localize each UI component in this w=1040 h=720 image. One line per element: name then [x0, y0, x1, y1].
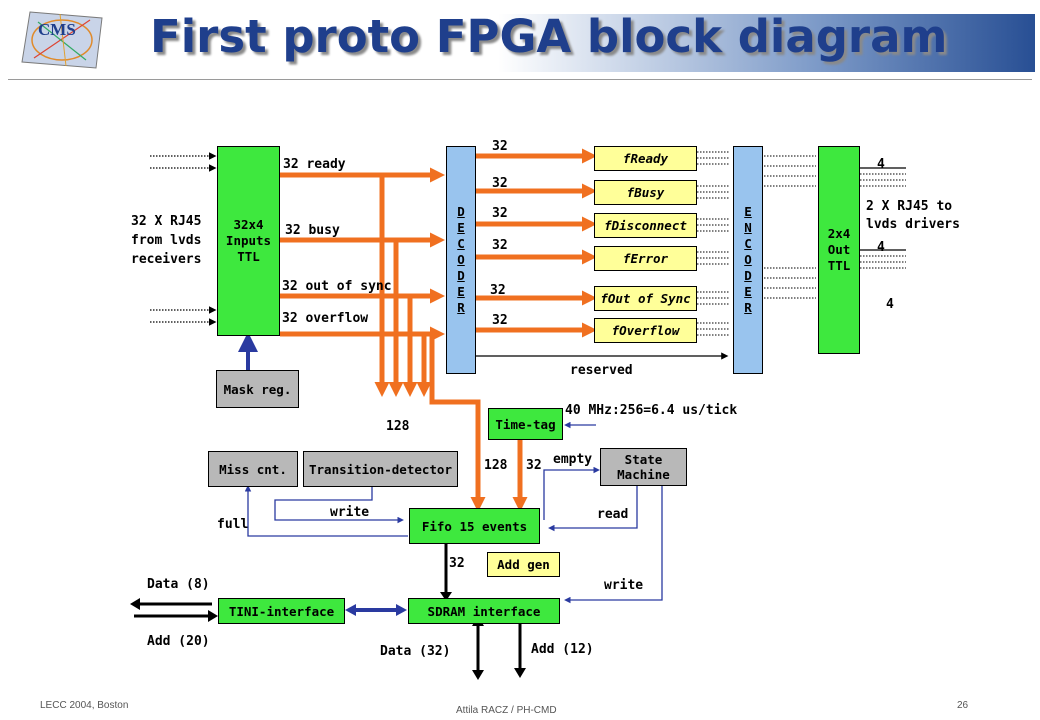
- fifo-block: Fifo 15 events: [409, 508, 540, 544]
- rj45-output-label: 2 X RJ45 to lvds drivers: [866, 198, 960, 234]
- out-of-sync-bus-label: 32 out of sync: [282, 279, 392, 294]
- encoder-letter: C: [744, 236, 752, 251]
- out-ttl-line-2: Out: [827, 242, 851, 257]
- miss-cnt-block: Miss cnt.: [208, 451, 298, 487]
- bus-128-label-a: 128: [386, 419, 410, 434]
- f-error-block: fError: [594, 246, 697, 271]
- decoder-letter: O: [457, 252, 465, 267]
- ready-bus-label: 32 ready: [283, 157, 346, 172]
- add20-label: Add (20): [147, 634, 210, 649]
- footer-conference: LECC 2004, Boston: [40, 700, 129, 711]
- decoder-letter: D: [457, 268, 465, 283]
- f-overflow-block: fOverflow: [594, 318, 697, 343]
- decoder-bus-width-6: 32: [492, 313, 508, 328]
- bus-128-label-b: 128: [484, 458, 508, 473]
- tini-interface-block: TINI-interface: [218, 598, 345, 624]
- reserved-label: reserved: [570, 363, 633, 378]
- out-ttl-line-1: 2x4: [827, 226, 851, 241]
- decoder-bus-width-5: 32: [490, 283, 506, 298]
- encoder-letter: R: [744, 300, 752, 315]
- f-disconnect-block: fDisconnect: [594, 213, 697, 238]
- title-bar: [140, 14, 1035, 72]
- overflow-bus-label: 32 overflow: [282, 311, 369, 326]
- decoder-bus-width-4: 32: [492, 238, 508, 253]
- encoder-letter: O: [744, 252, 752, 267]
- decoder-block: D E C O D E R: [446, 146, 476, 374]
- data32-label: Data (32): [380, 644, 451, 659]
- encoder-block: E N C O D E R: [733, 146, 763, 374]
- decoder-bus-width-1: 32: [492, 139, 508, 154]
- mask-reg-block: Mask reg.: [216, 370, 299, 408]
- inputs-ttl-line-2: Inputs: [225, 233, 272, 248]
- out-width-label-2: 4: [877, 240, 885, 255]
- data8-label: Data (8): [147, 577, 210, 592]
- footer-page-number: 26: [957, 700, 969, 711]
- f-ready-block: fReady: [594, 146, 697, 171]
- decoder-bus-width-3: 32: [492, 206, 508, 221]
- clock-label: 40 MHz:256=6.4 us/tick: [565, 403, 738, 418]
- full-label: full: [217, 517, 249, 532]
- inputs-ttl-line-3: TTL: [237, 249, 260, 264]
- f-out-of-sync-block: fOut of Sync: [594, 286, 697, 311]
- cms-logo: [21, 11, 103, 69]
- add12-label: Add (12): [531, 642, 594, 657]
- rj45-input-line-1: 32 X RJ45: [131, 214, 202, 229]
- time-tag-block: Time-tag: [488, 408, 563, 440]
- cms-logo-text: CMS: [38, 20, 76, 39]
- title-divider: [8, 79, 1032, 80]
- encoder-letter: D: [744, 268, 752, 283]
- decoder-letter: D: [457, 204, 465, 219]
- encoder-letter: N: [744, 220, 752, 235]
- f-busy-block: fBusy: [594, 180, 697, 205]
- state-machine-block: State Machine: [600, 448, 687, 486]
- sdram-interface-block: SDRAM interface: [408, 598, 560, 624]
- encoder-letter: E: [744, 204, 752, 219]
- encoder-letter: E: [744, 284, 752, 299]
- out-ttl-block: 2x4 Out TTL: [818, 146, 860, 354]
- read-label: read: [597, 507, 629, 522]
- out-ttl-line-3: TTL: [827, 258, 851, 273]
- busy-bus-label: 32 busy: [285, 223, 340, 238]
- write-label-2: write: [604, 578, 644, 593]
- out-width-label-3: 4: [886, 297, 894, 312]
- add-gen-block: Add gen: [487, 552, 560, 577]
- transition-detector-block: Transition-detector: [303, 451, 458, 487]
- time-tag-bus-label: 32: [526, 458, 542, 473]
- out-width-label-1: 4: [877, 157, 885, 172]
- state-machine-line-1: State: [624, 452, 663, 467]
- inputs-ttl-block: 32x4 Inputs TTL: [217, 146, 280, 336]
- decoder-letter: R: [457, 300, 465, 315]
- decoder-letter: E: [457, 284, 465, 299]
- state-machine-line-2: Machine: [617, 467, 670, 482]
- inputs-ttl-line-1: 32x4: [233, 217, 264, 232]
- sdram-bus-label: 32: [449, 556, 465, 571]
- decoder-bus-width-2: 32: [492, 176, 508, 191]
- rj45-input-label: 32 X RJ45 from lvds receivers: [131, 212, 201, 269]
- decoder-letter: E: [457, 220, 465, 235]
- rj45-input-line-2: from lvds: [131, 233, 202, 248]
- rj45-output-line-1: 2 X RJ45 to: [866, 199, 953, 214]
- page-title: First proto FPGA block diagram: [150, 10, 948, 63]
- rj45-output-line-2: lvds drivers: [866, 217, 960, 232]
- rj45-input-line-3: receivers: [131, 252, 202, 267]
- write-label-1: write: [330, 505, 370, 520]
- footer-author: Attila RACZ / PH-CMD: [456, 705, 557, 716]
- decoder-letter: C: [457, 236, 465, 251]
- empty-label: empty: [553, 452, 593, 467]
